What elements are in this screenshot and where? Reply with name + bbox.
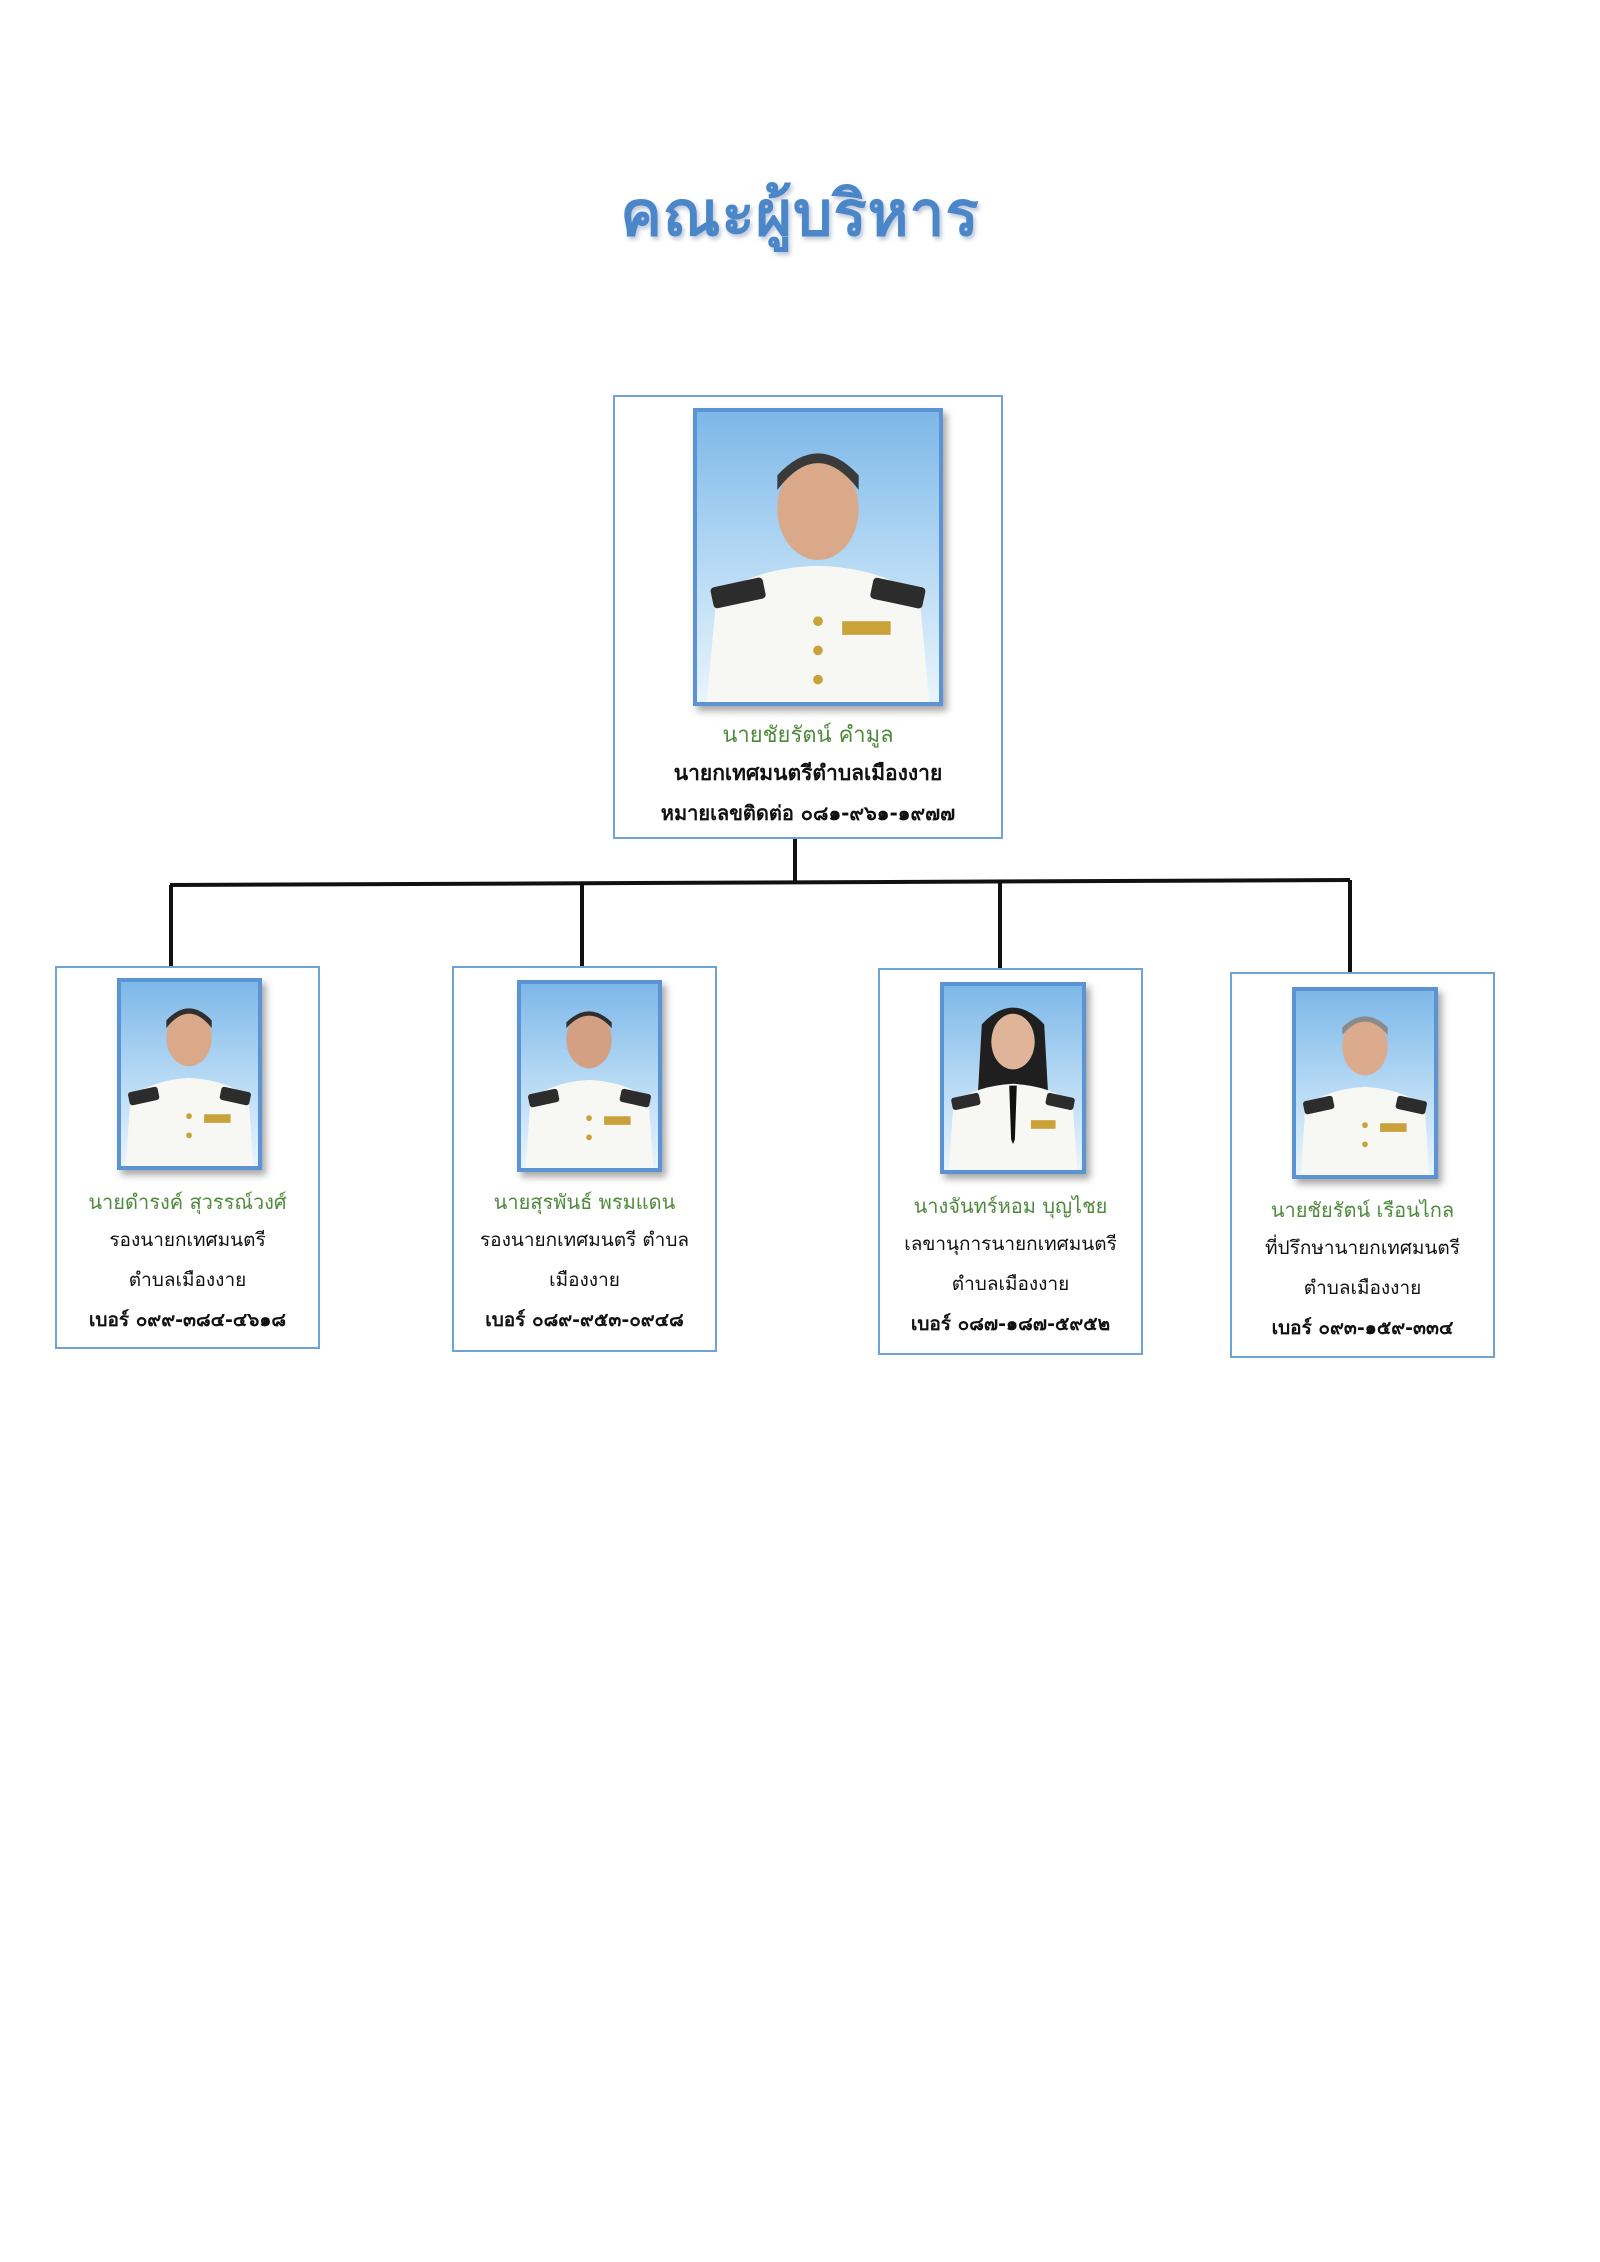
chief-photo (693, 408, 943, 706)
member-role-4-line2: ตำบลเมืองงาย (1303, 1277, 1422, 1299)
member-role-1-line2: ตำบลเมืองงาย (128, 1269, 247, 1291)
member-phone-1: เบอร์ ๐๙๙-๓๘๔-๔๖๑๘ (88, 1309, 287, 1331)
member-name-2: นายสุรพันธ์ พรมแดน (493, 1190, 676, 1214)
member-role-4-line1: ที่ปรึกษานายกเทศมนตรี (1265, 1237, 1460, 1259)
chief-phone: หมายเลขติดต่อ ๐๘๑-๙๖๑-๑๙๗๗ (660, 801, 956, 825)
member-photo-2 (517, 980, 662, 1172)
page-title: คณะผู้บริหาร (620, 177, 980, 250)
chief-name: นายชัยรัตน์ คำมูล (722, 723, 894, 748)
member-name-1: นายดำรงค์ สุวรรณ์วงศ์ (88, 1190, 287, 1214)
member-name-4: นายชัยรัตน์ เรือนไกล (1270, 1198, 1455, 1222)
member-role-1-line1: รองนายกเทศมนตรี (109, 1229, 266, 1251)
person-silhouette-icon (948, 1007, 1078, 1170)
member-photo-3 (940, 982, 1086, 1174)
member-role-2-line1: รองนายกเทศมนตรี ตำบล (479, 1229, 690, 1251)
member-card-2: นายสุรพันธ์ พรมแดน รองนายกเทศมนตรี ตำบล … (452, 966, 717, 1352)
chief-role: นายกเทศมนตรีตำบลเมืองงาย (673, 761, 943, 785)
member-name-3: นางจันทร์หอม บุญไชย (913, 1194, 1108, 1218)
person-silhouette-icon (1300, 1016, 1430, 1175)
person-silhouette-icon (525, 1010, 654, 1168)
chief-card: นายชัยรัตน์ คำมูล นายกเทศมนตรีตำบลเมืองง… (613, 395, 1003, 839)
member-role-3-line2: ตำบลเมืองงาย (951, 1273, 1070, 1295)
member-phone-3: เบอร์ ๐๘๗-๑๘๗-๕๙๕๒ (910, 1313, 1111, 1335)
member-role-2-line2: เมืองงาย (549, 1269, 620, 1291)
connector-horizontal (169, 878, 1351, 887)
member-phone-2: เบอร์ ๐๘๙-๙๕๓-๐๙๔๘ (485, 1309, 684, 1331)
member-photo-1 (117, 978, 262, 1170)
member-photo-4 (1292, 987, 1438, 1179)
member-card-3: นางจันทร์หอม บุญไชย เลขานุการนายกเทศมนตร… (878, 968, 1143, 1355)
member-card-1: นายดำรงค์ สุวรรณ์วงศ์ รองนายกเทศมนตรี ตำ… (55, 966, 320, 1349)
person-silhouette-icon (706, 453, 930, 702)
member-card-4: นายชัยรัตน์ เรือนไกล ที่ปรึกษานายกเทศมนต… (1230, 972, 1495, 1358)
member-role-3-line1: เลขานุการนายกเทศมนตรี (904, 1233, 1117, 1255)
member-phone-4: เบอร์ ๐๙๓-๑๕๙-๓๓๔ (1271, 1317, 1454, 1339)
person-silhouette-icon (125, 1008, 254, 1166)
